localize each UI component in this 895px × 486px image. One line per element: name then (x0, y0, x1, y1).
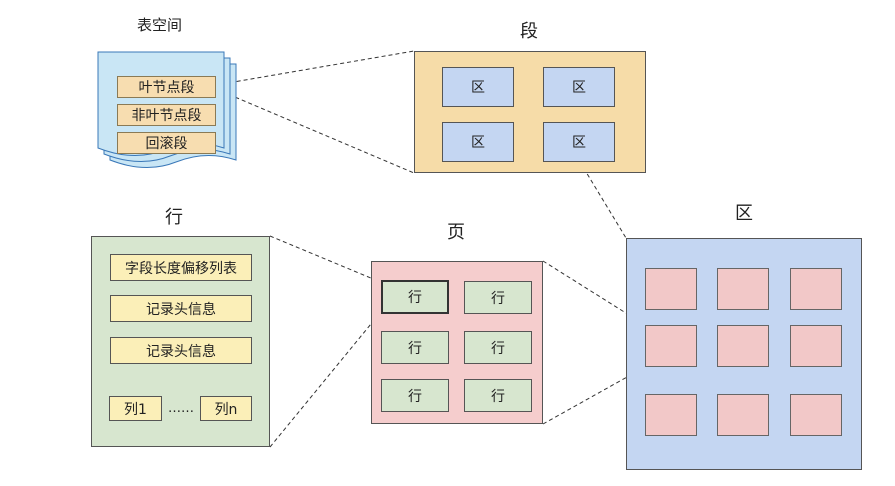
segment-extent-cell: 区 (442, 67, 514, 107)
connector-page-bottom (269, 312, 381, 448)
extent-page-cell (790, 325, 842, 367)
extent-page-cell (645, 394, 697, 436)
row-field-record-header: 记录头信息 (110, 295, 252, 322)
tablespace-item-nonleaf-segment: 非叶节点段 (117, 104, 216, 126)
connector-segment-bottom (215, 88, 415, 174)
page-title: 页 (447, 222, 465, 243)
row-column-last: 列n (200, 396, 252, 421)
page-row-cell: 行 (464, 281, 532, 314)
page-row-cell: 行 (381, 280, 449, 314)
extent-title: 区 (735, 203, 753, 224)
connector-extent-bottom (542, 366, 646, 425)
page-row-cell: 行 (464, 379, 532, 412)
row-field-offset-list: 字段长度偏移列表 (110, 254, 252, 281)
connector-segment-top (215, 50, 415, 86)
row-column-ellipsis: …… (168, 401, 194, 416)
tablespace-item-leaf-segment: 叶节点段 (117, 76, 216, 98)
row-title: 行 (165, 207, 183, 228)
tablespace-item-rollback-segment: 回滚段 (117, 132, 216, 154)
row-column-first: 列1 (109, 396, 162, 421)
segment-extent-cell: 区 (442, 122, 514, 162)
extent-page-cell (717, 325, 769, 367)
extent-page-cell (790, 268, 842, 310)
extent-page-cell (645, 325, 697, 367)
segment-extent-cell: 区 (543, 67, 615, 107)
extent-page-cell (790, 394, 842, 436)
extent-page-cell (717, 394, 769, 436)
page-row-cell: 行 (381, 331, 449, 364)
connector-extent (579, 161, 627, 239)
extent-page-cell (717, 268, 769, 310)
tablespace-title: 表空间 (137, 16, 183, 34)
page-row-cell: 行 (381, 379, 449, 412)
connector-page-top (269, 235, 379, 282)
segment-title: 段 (520, 21, 538, 42)
row-field-record-header: 记录头信息 (110, 337, 252, 364)
page-row-cell: 行 (464, 331, 532, 364)
extent-page-cell (645, 268, 697, 310)
segment-extent-cell: 区 (543, 122, 615, 162)
